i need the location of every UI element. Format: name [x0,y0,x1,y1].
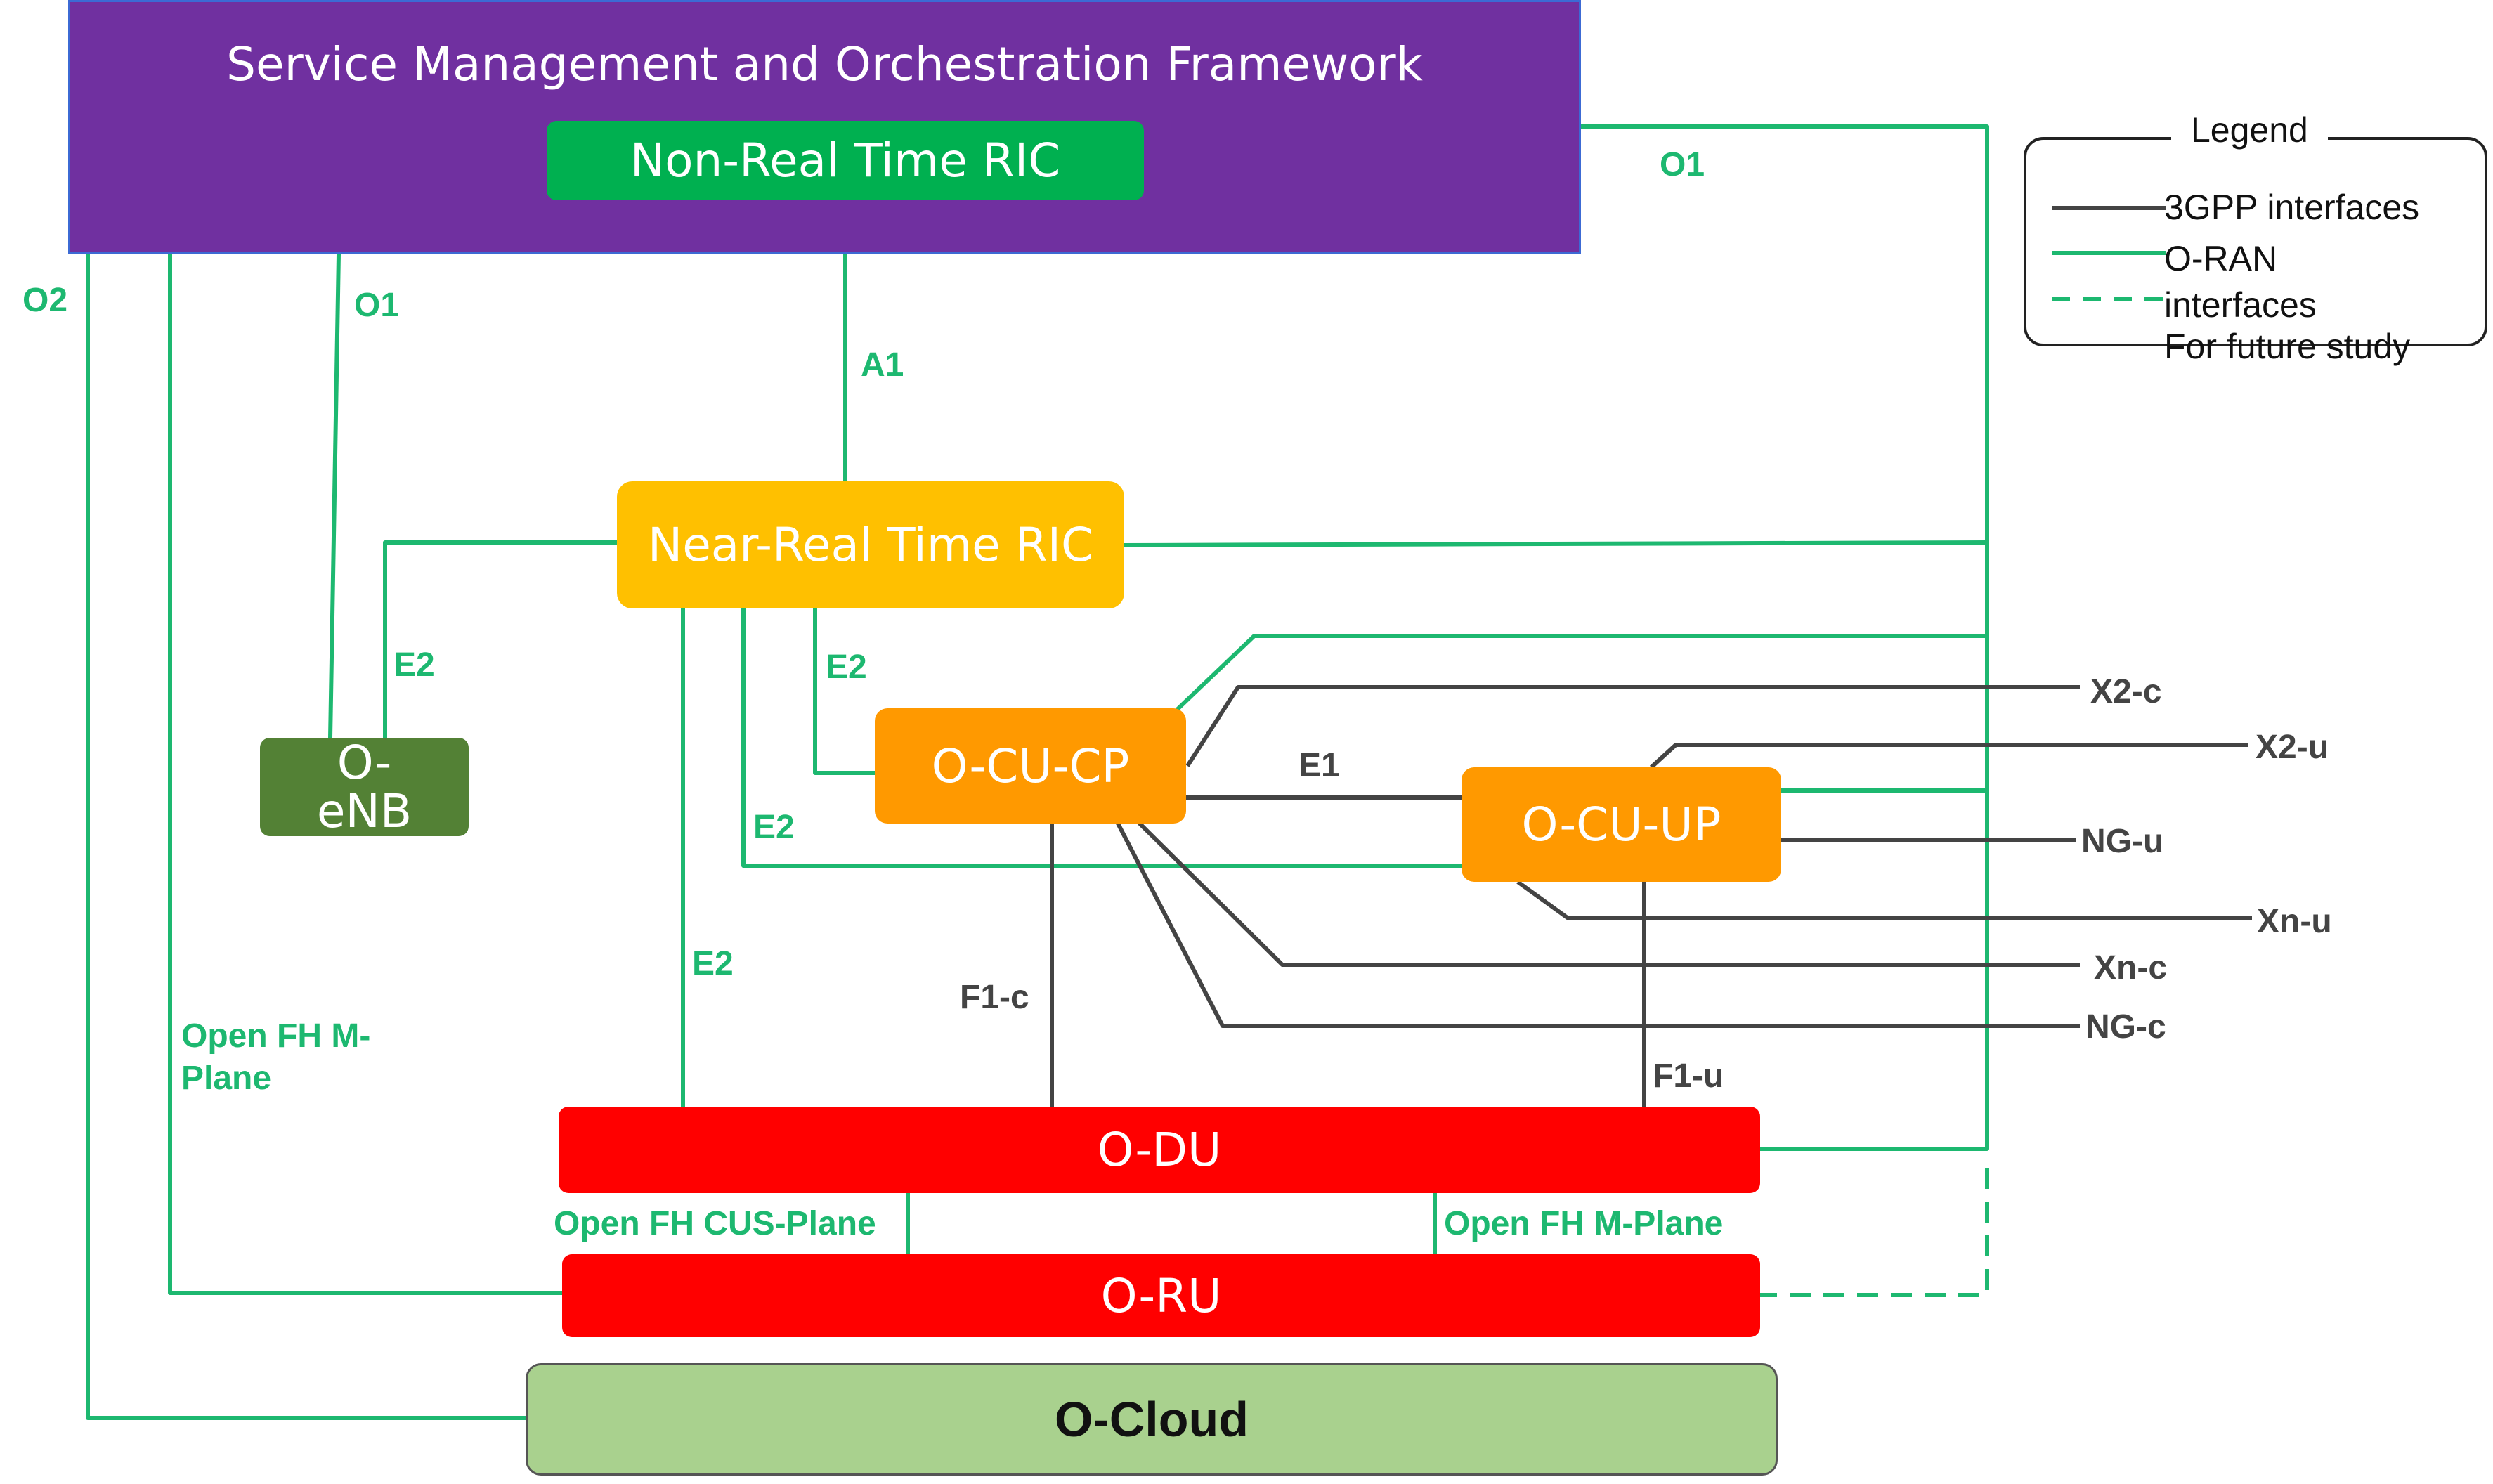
o-cu-cp-box[interactable]: O-CU-CP [875,708,1186,824]
o-cloud-label: O-Cloud [1054,1392,1249,1447]
o1-left-label: O1 [354,287,400,324]
x2u-line [1649,743,2248,769]
o-cloud-box[interactable]: O-Cloud [526,1363,1778,1476]
xnc-label: Xn-c [2094,949,2168,987]
o-ru-box[interactable]: O-RU [562,1254,1760,1337]
o1-oenb-line [328,254,341,738]
x2c-line [1185,685,2080,767]
legend-title: Legend [2171,112,2328,148]
o1-top-label: O1 [1660,146,1705,183]
xnu-label: Xn-u [2257,903,2332,940]
o2-label: O2 [22,282,68,319]
o1-ocu-cp-line [1175,634,1987,712]
legend-future-text: For future study [2164,327,2411,366]
x2c-label: X2-c [2090,673,2162,710]
ngc-line [1115,821,2080,1028]
e2-oenb-label: E2 [393,646,435,684]
o-du-label: O-DU [1097,1123,1222,1177]
legend-oran-text: O-RAN interfaces [2164,239,2317,325]
o-ru-label: O-RU [1100,1268,1222,1323]
e2-up-label: E2 [753,809,795,846]
e2-ocu-up-line [741,608,1462,868]
future-study-line [1760,1168,1989,1297]
o-cu-cp-label: O-CU-CP [931,738,1130,793]
x2u-label: X2-u [2256,729,2329,766]
f1u-label: F1-u [1653,1057,1724,1095]
fh-cus-plane-label: Open FH CUS-Plane [554,1205,876,1242]
e1-label: E1 [1298,747,1340,784]
smo-framework-label: Service Management and Orchestration Fra… [226,37,1423,91]
o2-line [86,254,526,1420]
near-rt-ric-box[interactable]: Near-Real Time RIC [617,481,1124,608]
o-enb-label: O-eNB [316,735,412,838]
a1-label: A1 [861,346,904,384]
non-rt-ric-box[interactable]: Non-Real Time RIC [547,121,1144,200]
e2-ocu-cp-line [813,608,875,775]
xnc-line [1136,820,2080,967]
o-du-box[interactable]: O-DU [559,1107,1760,1193]
o-cu-up-label: O-CU-UP [1521,798,1721,852]
o1-near-rt-line [1124,540,1988,547]
fh-m-plane-left-line [168,254,562,1295]
legend-3gpp-text: 3GPP interfaces [2164,188,2420,227]
e2-cp-label: E2 [826,649,867,686]
non-rt-ric-label: Non-Real Time RIC [630,134,1061,188]
legend-swatches [2052,206,2166,301]
ngc-label: NG-c [2085,1008,2166,1046]
near-rt-ric-label: Near-Real Time RIC [647,518,1094,572]
e2-oenb-line [383,540,617,738]
f1c-label: F1-c [960,979,1029,1016]
xnu-line [1516,880,2252,920]
o-cu-up-box[interactable]: O-CU-UP [1462,767,1781,882]
ngu-label: NG-u [2081,823,2164,860]
e2-du-label: E2 [692,945,734,982]
fh-m-plane-left-label: Open FH M-Plane [181,1017,371,1097]
o-enb-box[interactable]: O-eNB [260,738,469,836]
fh-m-plane-right-label: Open FH M-Plane [1444,1205,1724,1242]
